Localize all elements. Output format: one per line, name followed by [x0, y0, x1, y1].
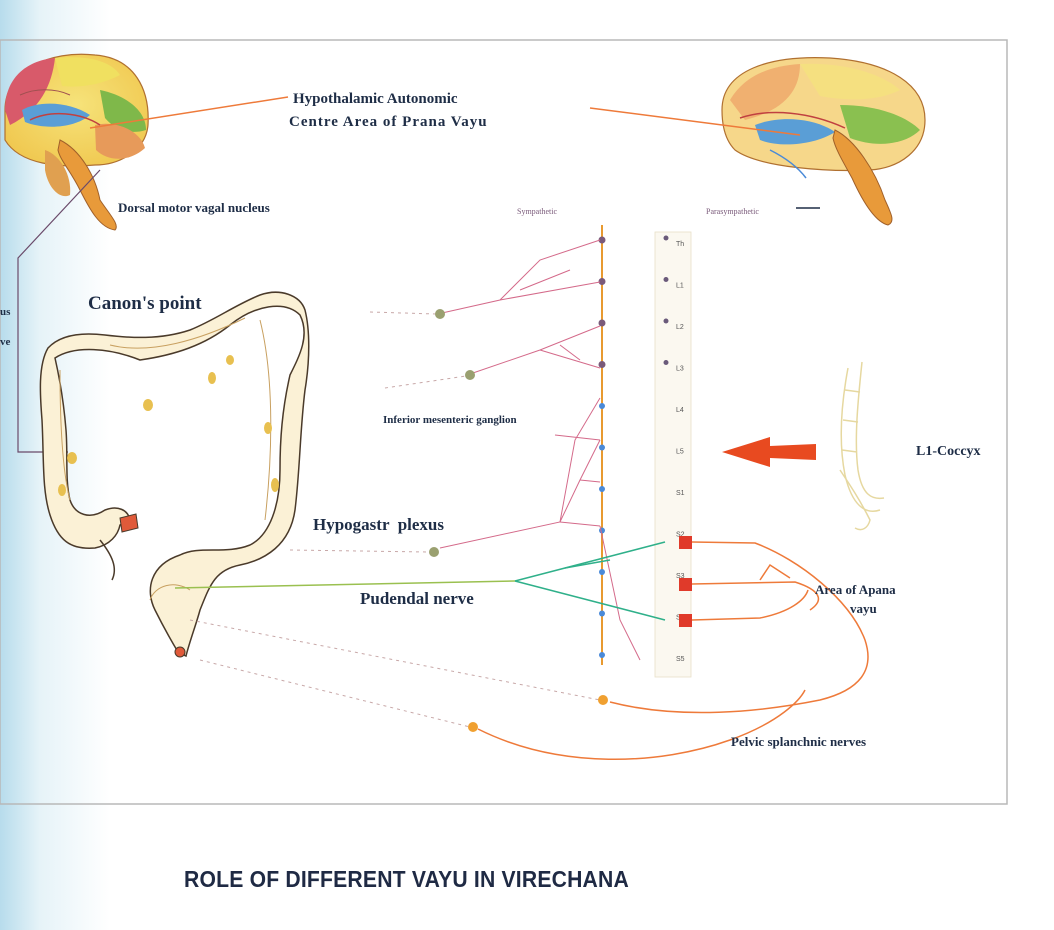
vertebra-dot	[663, 318, 669, 324]
hypogastric-label: Hypogastr plexus	[313, 515, 444, 534]
vertebral-column	[654, 231, 692, 678]
colon-illustration	[39, 291, 310, 658]
spine-sketch-illustration	[839, 361, 885, 531]
spine-level-label: L5	[676, 449, 684, 456]
l1-coccyx-label: L1-Coccyx	[916, 444, 981, 459]
sympathetic-node	[599, 652, 605, 658]
vertebra-dot	[663, 235, 669, 241]
spine-level-label: L3	[676, 366, 684, 373]
spinal-column: ThL1L2L3L4L5S1S2S3S4S5	[598, 225, 692, 678]
ganglion-dot-hypogastric	[429, 547, 439, 557]
sympathetic-node	[598, 278, 606, 285]
spine-level-label: S2	[676, 532, 685, 539]
vertebra-dot	[663, 277, 669, 282]
spine-level-label: L4	[676, 407, 684, 414]
hypothalamic-label-line1: Hypothalamic Autonomic	[293, 91, 458, 107]
sympathetic-label: Sympathetic	[517, 207, 557, 216]
canons-point-label: Canon's point	[88, 293, 202, 314]
sympathetic-node	[599, 403, 605, 409]
apana-label-line1: Area of Apana	[815, 582, 896, 597]
pudendal-nerve-lines	[174, 541, 666, 621]
pelvic-splanchnic-label: Pelvic splanchnic nerves	[731, 734, 866, 749]
hypothalamic-label-line2: Centre Area of Prana Vayu	[289, 114, 488, 130]
spine-level-label: L2	[676, 324, 684, 331]
diagram-frame	[0, 39, 1008, 805]
sympathetic-node	[599, 527, 605, 534]
sympathetic-node	[598, 319, 606, 327]
ganglion-dashed-lines	[189, 311, 601, 728]
spine-level-label: S1	[676, 490, 685, 497]
right-brain-illustration	[721, 57, 926, 226]
vertebra-dot	[663, 360, 669, 365]
ganglion-dot-pelvic-2	[468, 722, 478, 732]
left-edge-label-2: ve	[0, 336, 11, 348]
sympathetic-node	[599, 444, 605, 451]
apana-square-s2	[679, 536, 692, 549]
spine-level-label: S5	[676, 656, 685, 663]
spine-level-label: S3	[676, 573, 685, 580]
ganglion-dot-pelvic-1	[598, 695, 608, 705]
figure-caption: ROLE OF DIFFERENT VAYU IN VIRECHANA	[184, 866, 629, 892]
apana-square-s4	[679, 614, 692, 627]
apana-nerves	[477, 541, 869, 761]
left-edge-label-1: us	[0, 306, 11, 318]
spine-level-label: L1	[676, 283, 684, 290]
sympathetic-nerves	[439, 239, 641, 661]
left-brain-illustration	[4, 53, 149, 231]
ganglion-dot-inferior-mesenteric	[465, 370, 475, 380]
parasympathetic-label: Parasympathetic	[706, 207, 759, 216]
pointer-line-left-brain	[89, 96, 289, 129]
inferior-mesenteric-label: Inferior mesenteric ganglion	[383, 414, 517, 426]
pudendal-label: Pudendal nerve	[360, 589, 474, 608]
sympathetic-node	[598, 361, 606, 368]
sympathetic-node	[598, 236, 606, 244]
sympathetic-node	[599, 569, 605, 575]
apana-square-s3	[679, 578, 692, 591]
sympathetic-node	[599, 610, 605, 617]
apana-label-line2: vayu	[850, 601, 877, 616]
spine-level-label: Th	[676, 241, 684, 248]
pointer-line-right-brain	[589, 107, 801, 136]
ganglion-dot-upper	[435, 309, 445, 319]
dorsal-motor-label: Dorsal motor vagal nucleus	[118, 200, 270, 215]
red-arrow-icon	[722, 437, 816, 467]
sympathetic-node	[599, 486, 605, 492]
